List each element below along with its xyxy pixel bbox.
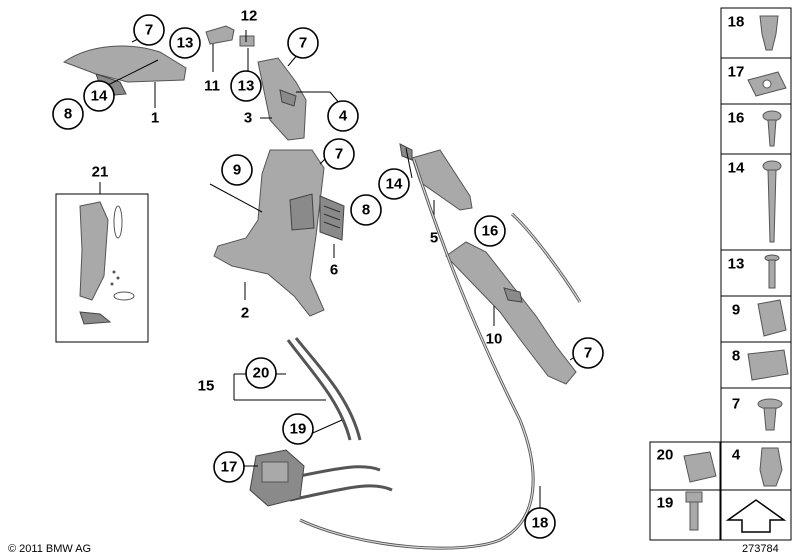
bracket-11 <box>205 25 235 45</box>
svg-text:13: 13 <box>177 35 194 52</box>
part-15-mechanism <box>279 337 393 502</box>
svg-text:20: 20 <box>253 365 270 382</box>
callout-7d: 7 <box>572 337 604 369</box>
part-3-pillar-trim <box>257 57 307 141</box>
label-6: 6 <box>330 262 338 279</box>
callout-14a: 14 <box>83 80 115 112</box>
part-16-strip <box>511 212 582 303</box>
label-5: 5 <box>430 230 438 247</box>
svg-text:19: 19 <box>290 421 307 438</box>
part-10-pillar-trim <box>445 241 577 385</box>
svg-text:7: 7 <box>584 345 592 362</box>
part-5-trim <box>399 143 473 211</box>
callout-16: 16 <box>474 215 506 247</box>
svg-text:20: 20 <box>657 447 674 464</box>
expanding-rivet-icon <box>757 398 783 431</box>
callout-7c: 7 <box>323 138 355 170</box>
svg-text:19: 19 <box>657 495 674 512</box>
svg-text:13: 13 <box>238 78 255 95</box>
svg-text:18: 18 <box>728 14 745 31</box>
callout-8a: 8 <box>52 98 84 130</box>
svg-text:7: 7 <box>145 22 153 39</box>
callout-17: 17 <box>213 451 245 483</box>
cover-cap-icon <box>747 349 789 381</box>
bolt-icon <box>685 491 703 531</box>
label-3: 3 <box>244 110 252 127</box>
svg-text:4: 4 <box>732 447 741 464</box>
svg-text:8: 8 <box>362 202 370 219</box>
callout-14b: 14 <box>378 168 410 200</box>
svg-text:7: 7 <box>732 396 740 413</box>
svg-text:16: 16 <box>728 110 745 127</box>
part-18-cable <box>299 159 535 550</box>
long-screw-icon <box>762 160 782 243</box>
part-1-trim <box>62 45 187 97</box>
callout-20: 20 <box>245 357 277 389</box>
svg-text:4: 4 <box>339 108 348 125</box>
label-21: 21 <box>92 164 109 181</box>
square-clip-icon <box>757 299 787 337</box>
svg-text:14: 14 <box>728 160 745 177</box>
callout-9: 9 <box>221 154 253 186</box>
diagram-number: 273784 <box>742 543 779 555</box>
svg-text:18: 18 <box>532 515 549 532</box>
push-clip-icon <box>759 15 779 51</box>
spring-nut-icon <box>747 71 787 97</box>
cable-holder-icon <box>683 451 717 483</box>
label-1: 1 <box>151 110 159 127</box>
svg-text:13: 13 <box>728 256 745 273</box>
bracket-12 <box>239 35 255 47</box>
part-17-actuator <box>249 449 305 507</box>
callout-7a: 7 <box>133 14 165 46</box>
callout-4: 4 <box>327 100 359 132</box>
part-21-box <box>55 193 149 343</box>
svg-text:17: 17 <box>221 459 238 476</box>
label-10: 10 <box>486 331 503 348</box>
svg-text:14: 14 <box>386 176 403 193</box>
copyright-text: © 2011 BMW AG <box>8 543 91 555</box>
svg-text:7: 7 <box>335 146 343 163</box>
svg-text:14: 14 <box>91 88 108 105</box>
callout-18: 18 <box>524 507 556 539</box>
svg-text:9: 9 <box>233 162 241 179</box>
callout-8b: 8 <box>350 194 382 226</box>
svg-text:8: 8 <box>64 106 72 123</box>
svg-text:8: 8 <box>732 348 740 365</box>
svg-text:7: 7 <box>299 35 307 52</box>
part-6-vent <box>319 195 345 241</box>
short-screw-icon <box>762 110 782 147</box>
callout-13a: 13 <box>169 27 201 59</box>
svg-text:17: 17 <box>728 64 745 81</box>
callout-19: 19 <box>282 413 314 445</box>
svg-text:9: 9 <box>732 302 740 319</box>
label-12: 12 <box>241 8 258 25</box>
clip-holder-icon <box>759 447 783 487</box>
legend-column: 18 17 16 14 13 9 <box>649 7 792 541</box>
svg-text:16: 16 <box>482 223 499 240</box>
callout-13b: 13 <box>230 70 262 102</box>
label-11: 11 <box>204 78 220 95</box>
callout-7b: 7 <box>287 27 319 59</box>
label-2: 2 <box>241 305 249 322</box>
arrow-symbol-icon <box>725 499 787 533</box>
label-15: 15 <box>198 378 215 395</box>
rivet-icon <box>764 254 780 289</box>
